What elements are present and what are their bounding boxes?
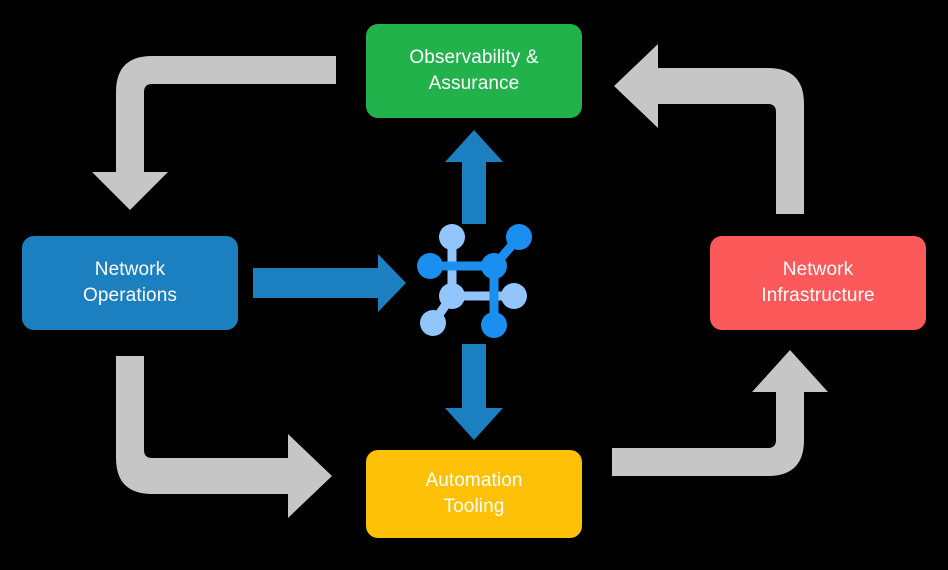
gray-arrow-operations-to-automation	[116, 356, 332, 518]
network-node-hub-dark	[481, 253, 507, 279]
gray-arrow-observability-to-operations	[92, 56, 336, 210]
network-node-left-dark	[417, 253, 443, 279]
gray-arrow-automation-to-infrastructure	[612, 350, 828, 476]
network-node-bottomleft-light	[420, 310, 446, 336]
network-icon-nodes	[417, 224, 532, 338]
gray-arrow-infrastructure-to-observability	[614, 44, 804, 214]
network-nodes-icon	[417, 224, 532, 338]
box-network-operations[interactable]: Network Operations	[22, 236, 238, 330]
network-node-right-light	[501, 283, 527, 309]
network-icon-edges	[425, 232, 524, 330]
blue-arrow-hub-to-observability	[445, 130, 503, 224]
network-node-bottom-dark	[481, 312, 507, 338]
network-node-hub-light	[439, 283, 465, 309]
box-observability-assurance[interactable]: Observability & Assurance	[366, 24, 582, 118]
network-node-top-light	[439, 224, 465, 250]
box-network-infrastructure[interactable]: Network Infrastructure	[710, 236, 926, 330]
box-automation-tooling[interactable]: Automation Tooling	[366, 450, 582, 538]
network-node-topright-dark	[506, 224, 532, 250]
blue-arrow-operations-to-hub	[253, 254, 406, 312]
blue-arrow-hub-to-automation	[445, 344, 503, 440]
